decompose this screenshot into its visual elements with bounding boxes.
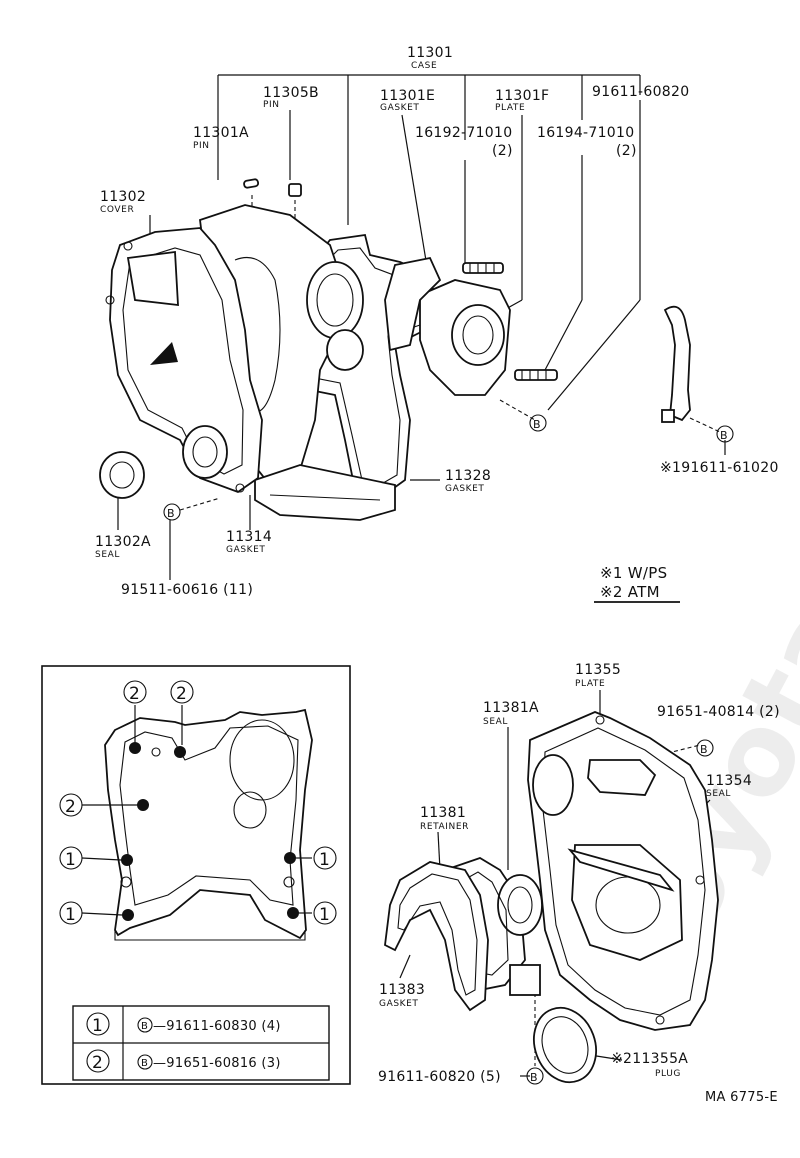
- label-gasket-383-sub: GASKET: [379, 999, 419, 1009]
- stud-bolt-upper: [462, 262, 504, 274]
- table-row-text: —91611-60830 (4): [153, 1019, 281, 1034]
- rear-end-plate: [527, 711, 719, 1031]
- label-case-pn: 11301: [407, 45, 453, 61]
- b-callout-icon: B: [526, 1067, 544, 1085]
- table-row-mark: 2: [92, 1053, 103, 1073]
- label-plug-sub: PLUG: [655, 1069, 681, 1079]
- retainer-gasket: [384, 861, 489, 1012]
- stud-bolt-lower: [514, 369, 558, 381]
- timing-cover: [105, 227, 263, 494]
- top-labels: 11301 CASE 11305B PIN 11301E GASKET 1130…: [95, 45, 779, 598]
- label-plate-f-pn: 11301F: [495, 88, 549, 104]
- label-stud-2-qty: (2): [616, 143, 637, 159]
- table-row: 1 B —91611-60830 (4): [86, 1012, 281, 1036]
- front-plate-assembly: [384, 256, 511, 396]
- marker-2-icon: 2: [123, 680, 147, 704]
- svg-text:B: B: [533, 418, 541, 431]
- label-pin-b-pn: 11305B: [263, 85, 319, 101]
- option-legend: ※1 W/PS ※2 ATM: [594, 564, 680, 603]
- svg-text:2: 2: [65, 797, 76, 817]
- svg-text:B: B: [720, 429, 728, 442]
- b-callout-icon: B: [163, 503, 181, 521]
- bolt-location-inset: 2 2 2 1 1 1 1: [41, 665, 351, 1085]
- b-callout-icon: B: [529, 414, 547, 432]
- label-plate-f-sub: PLATE: [495, 103, 525, 113]
- legend-note-1: ※1 W/PS: [600, 564, 667, 582]
- label-gasket-314-pn: 11314: [226, 529, 272, 545]
- callout-b-top: B B B: [163, 414, 734, 521]
- rear-plug: [533, 1006, 597, 1084]
- label-retainer-sub: RETAINER: [420, 822, 469, 832]
- marker-1-icon: 1: [59, 901, 83, 925]
- inset-bolt-table: 1 B —91611-60830 (4) 2 B —91651-60816 (3…: [72, 1005, 330, 1081]
- svg-text:B: B: [530, 1071, 538, 1084]
- label-bolt-bottom: 91611-60820 (5): [378, 1069, 501, 1085]
- table-row-mark: 1: [92, 1016, 103, 1036]
- label-plate-355-sub: PLATE: [575, 679, 605, 689]
- marker-2-icon: 2: [59, 793, 83, 817]
- label-bolt-40814: 91651-40814 (2): [657, 704, 780, 720]
- label-bolt-60616: 91511-60616 (11): [121, 582, 253, 598]
- label-gasket-e-pn: 11301E: [380, 88, 435, 104]
- label-gasket-383-pn: 11383: [379, 982, 425, 998]
- label-bolt-60820: 91611-60820: [592, 84, 689, 100]
- legend-note-2: ※2 ATM: [600, 583, 660, 601]
- label-seal-381a-pn: 11381A: [483, 700, 539, 716]
- label-seal-354-pn: 11354: [706, 773, 752, 789]
- label-cover-sub: COVER: [100, 205, 134, 215]
- label-bolt-61020: ※191611-61020: [660, 460, 779, 476]
- b-callout-icon: B: [716, 425, 734, 443]
- label-pin-b-sub: PIN: [263, 100, 280, 110]
- ps-bracket: [661, 305, 691, 423]
- figure-code: MA 6775-E: [705, 1090, 778, 1105]
- b-callout-icon: B: [696, 739, 714, 757]
- svg-text:1: 1: [319, 850, 330, 870]
- label-cover-pn: 11302: [100, 189, 146, 205]
- label-seal-a-sub: SEAL: [95, 550, 120, 560]
- oil-pan-flange: [254, 464, 396, 521]
- label-gasket-314-sub: GASKET: [226, 545, 266, 555]
- label-pin-a-sub: PIN: [193, 141, 210, 151]
- label-case-sub: CASE: [411, 61, 437, 71]
- label-stud-1-pn: 16192-71010: [415, 125, 512, 141]
- svg-text:B: B: [167, 507, 175, 520]
- label-stud-1-qty: (2): [492, 143, 513, 159]
- svg-text:1: 1: [65, 850, 76, 870]
- label-gasket-e-sub: GASKET: [380, 103, 420, 113]
- svg-text:B: B: [700, 743, 708, 756]
- label-gasket-328-pn: 11328: [445, 468, 491, 484]
- label-seal-381a-sub: SEAL: [483, 717, 508, 727]
- label-seal-a-pn: 11302A: [95, 534, 151, 550]
- svg-text:1: 1: [319, 905, 330, 925]
- svg-text:2: 2: [129, 684, 140, 704]
- callout-b-rear: B B: [526, 739, 714, 1085]
- marker-2-icon: 2: [170, 680, 194, 704]
- marker-1-icon: 1: [59, 846, 83, 870]
- label-seal-354-sub: SEAL: [706, 789, 731, 799]
- marker-1-icon: 1: [313, 846, 337, 870]
- label-retainer-pn: 11381: [420, 805, 466, 821]
- svg-text:B: B: [141, 1058, 148, 1069]
- label-gasket-328-sub: GASKET: [445, 484, 485, 494]
- svg-text:B: B: [141, 1021, 148, 1032]
- svg-text:2: 2: [176, 684, 187, 704]
- svg-text:1: 1: [65, 905, 76, 925]
- marker-1-icon: 1: [313, 901, 337, 925]
- pin-b: [288, 183, 302, 197]
- front-oil-seal: [99, 451, 145, 499]
- label-plug-pn: ※211355A: [611, 1051, 688, 1067]
- rear-labels: 11355 PLATE 11381A SEAL 91651-40814 (2) …: [378, 662, 780, 1085]
- label-stud-2-pn: 16194-71010: [537, 125, 634, 141]
- label-plate-355-pn: 11355: [575, 662, 621, 678]
- table-row: 2 B —91651-60816 (3): [86, 1049, 281, 1073]
- table-row-text: —91651-60816 (3): [153, 1056, 281, 1071]
- pin-a: [243, 178, 260, 189]
- label-pin-a-pn: 11301A: [193, 125, 249, 141]
